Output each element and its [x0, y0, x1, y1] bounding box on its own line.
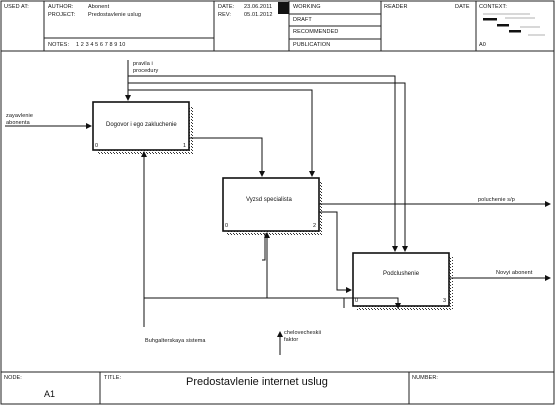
arrow-label-chelovecheskii: chelovecheskii faktor: [284, 330, 322, 343]
context-label: CONTEXT:: [479, 4, 507, 10]
author-value: Abonent: [88, 4, 110, 10]
arrow-label-poluchenie: poluchenie s/p: [478, 197, 515, 203]
box-3-suffix: 3: [443, 298, 447, 304]
box-2-label: Vyzsd specialista: [246, 197, 292, 203]
arrow-label-pravila: pravila i procedury: [133, 61, 159, 74]
box-3-number: 0: [355, 298, 359, 304]
reader-label: READER: [384, 4, 408, 10]
status-recommended: RECOMMENDED: [293, 29, 339, 35]
rev-value: 05.01.2012: [244, 12, 273, 18]
context-node: A0: [479, 42, 486, 48]
author-label: AUTHOR:: [48, 4, 74, 10]
working-status-marker: [278, 2, 289, 14]
project-label: PROJECT:: [48, 12, 76, 18]
notes-label: NOTES:: [48, 42, 70, 48]
status-draft: DRAFT: [293, 17, 312, 23]
status-publication: PUBLICATION: [293, 42, 331, 48]
arrow-label-novyi-abonent: Novyi abonent: [496, 270, 533, 276]
box-2-number: 0: [225, 223, 229, 229]
used-at-label: USED AT:: [4, 4, 29, 10]
context-mini-diagram: [483, 13, 545, 36]
box-1-number: 0: [95, 143, 99, 149]
title-label: TITLE:: [104, 375, 122, 381]
number-label: NUMBER:: [412, 375, 439, 381]
date2-label: DATE: [455, 4, 470, 10]
box-1-label: Dogovor i ego zakluchenie: [106, 122, 177, 128]
box-1-suffix: 1: [183, 143, 187, 149]
arrow-label-zayavlenie: zayavlenie abonenta: [6, 113, 33, 126]
status-working: WORKING: [293, 4, 321, 10]
node-value: A1: [44, 389, 56, 399]
diagram-title: Predostavlenie internet uslug: [186, 376, 328, 388]
date-value: 23.06.2011: [244, 4, 273, 10]
box-3-label: Podclushenie: [383, 271, 420, 277]
date-label: DATE:: [218, 4, 235, 10]
notes-numbers: 1 2 3 4 5 6 7 8 9 10: [76, 42, 126, 48]
project-value: Predostavlenie uslug: [88, 12, 142, 18]
arrow-label-buhgalterskaya: Buhgalterskaya sistema: [145, 338, 206, 344]
box-2-suffix: 2: [313, 223, 317, 229]
node-label: NODE:: [4, 375, 22, 381]
rev-label: REV:: [218, 12, 232, 18]
